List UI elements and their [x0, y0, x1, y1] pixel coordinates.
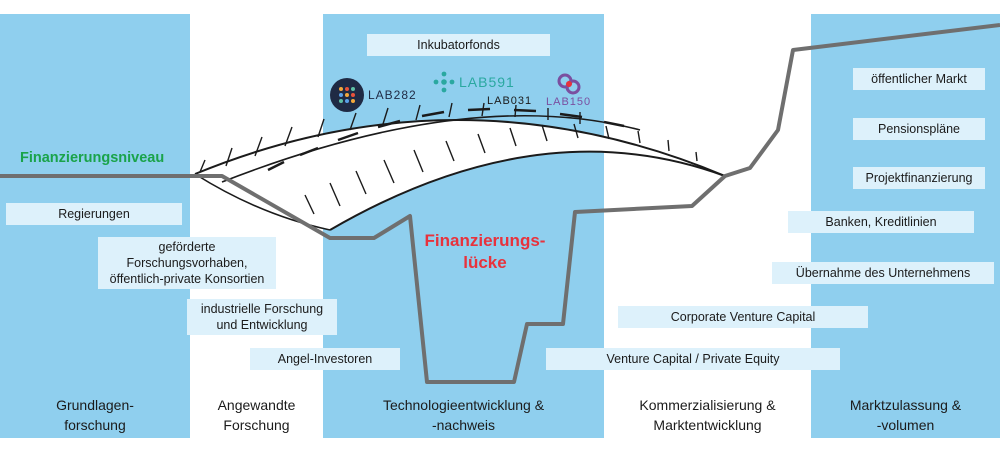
source-projektfinanzierung: Projektfinanzierung — [853, 167, 985, 189]
bridge-deck — [195, 119, 725, 230]
source-gefoerderte-forschungsvorhaben: geförderte Forschungsvorhaben, öffentlic… — [98, 237, 276, 289]
stage-kommerzialisierung: Kommerzialisierung & Marktentwicklung — [639, 397, 776, 433]
source-uebernahme: Übernahme des Unternehmens — [772, 262, 994, 284]
source-corporate-venture-capital: Corporate Venture Capital — [618, 306, 868, 328]
lab591-label: LAB591 — [459, 74, 515, 90]
band-grundlagenforschung — [0, 14, 190, 438]
source-pensionsplaene: Pensionspläne — [853, 118, 985, 140]
logo-lab031: LAB031 — [487, 95, 532, 107]
source-industrielle-forschung: industrielle Forschung und Entwicklung — [187, 299, 337, 335]
lab282-label: LAB282 — [368, 88, 417, 102]
lab031-label: LAB031 — [487, 95, 533, 107]
logo-lab591: LAB591 — [432, 70, 515, 94]
funding-level-label: Finanzierungsniveau — [20, 150, 165, 166]
funding-level-line — [0, 23, 1000, 384]
stage-angewandte-forschung: Angewandte Forschung — [217, 397, 296, 433]
stage-marktzulassung: Marktzulassung & -volumen — [849, 397, 962, 433]
bridge-bottom-curve — [329, 150, 726, 231]
logo-lab150: LAB150 — [546, 72, 591, 108]
lab150-icon — [557, 73, 581, 95]
source-banken: Banken, Kreditlinien — [788, 211, 974, 233]
logo-lab282: LAB282 — [330, 78, 417, 112]
source-inkubatorfonds: Inkubatorfonds — [367, 34, 550, 56]
stage-technologieentwicklung: Technologieentwicklung & -nachweis — [382, 397, 545, 433]
source-oeffentlicher-markt: öffentlicher Markt — [853, 68, 985, 90]
lab591-icon — [433, 71, 455, 93]
bridge-left-edge — [194, 173, 331, 231]
source-regierungen: Regierungen — [6, 203, 182, 225]
lab282-icon — [330, 78, 364, 112]
source-venture-capital: Venture Capital / Private Equity — [546, 348, 840, 370]
lab150-label: LAB150 — [546, 96, 592, 108]
bridge-road-dashes — [267, 107, 625, 172]
stage-grundlagenforschung: Grundlagen- forschung — [56, 397, 134, 433]
funding-gap-label: Finanzierungs- lücke — [424, 231, 546, 272]
bridge-middle-curve — [221, 114, 641, 183]
source-angel-investoren: Angel-Investoren — [250, 348, 400, 370]
